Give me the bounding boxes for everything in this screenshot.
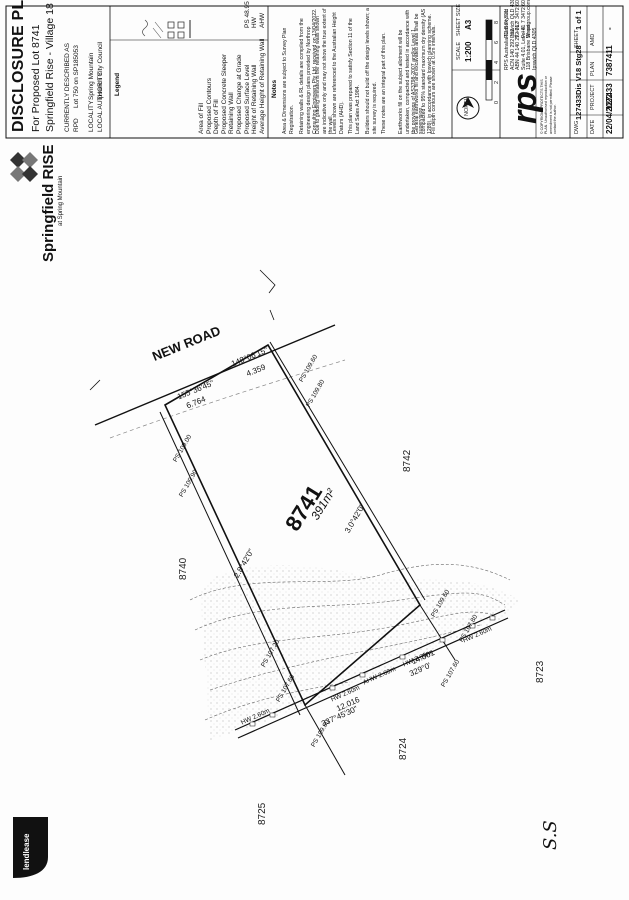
proposed-contours — [189, 564, 511, 721]
neighbour-lot-8742: 8742 — [402, 449, 413, 472]
fill-area — [200, 565, 520, 740]
legend-symbols — [142, 19, 191, 39]
title-block: DISCLOSURE PLAN For Proposed Lot 8741 Sp… — [0, 0, 629, 140]
signature: S.S — [540, 820, 561, 850]
lendlease-logo-icon — [13, 817, 48, 878]
neighbour-lot-8724: 8724 — [398, 737, 409, 760]
springfield-logo-icon — [10, 152, 38, 182]
north-scale-graphic — [456, 19, 493, 120]
sleepers — [249, 615, 496, 727]
title-block-frame — [5, 5, 624, 139]
retaining-wall — [234, 609, 506, 731]
neighbour-lot-8723: 8723 — [535, 660, 546, 683]
neighbour-lot-8740: 8740 — [178, 557, 189, 580]
lendlease-wordmark: lendlease — [22, 833, 31, 870]
neighbour-lot-8725: 8725 — [257, 802, 268, 825]
